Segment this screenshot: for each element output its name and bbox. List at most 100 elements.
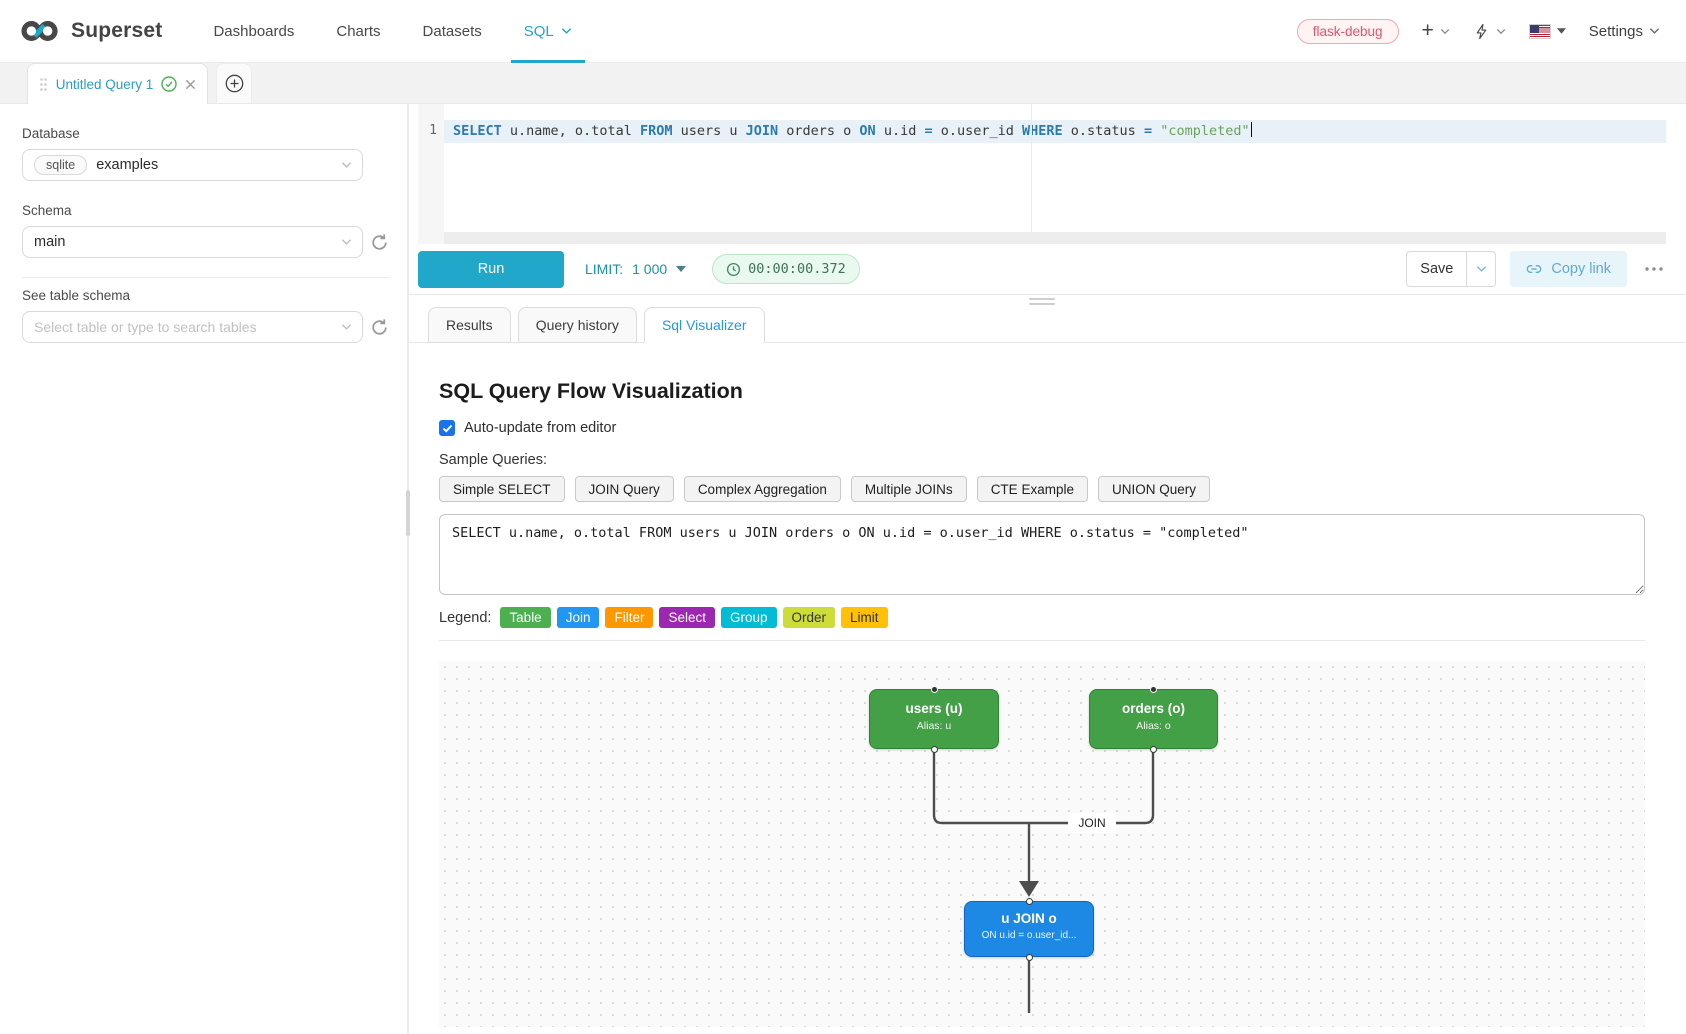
node-title: orders (o) bbox=[1121, 701, 1185, 716]
editor-gutter: 1 bbox=[418, 104, 444, 244]
table-schema-label: See table schema bbox=[22, 288, 131, 303]
node-handle[interactable] bbox=[930, 685, 938, 693]
refresh-tables-button[interactable] bbox=[370, 318, 389, 337]
flow-node-users[interactable]: users (u) Alias: u bbox=[869, 689, 999, 749]
flow-node-join[interactable]: u JOIN o ON u.id = o.user_id... bbox=[964, 901, 1094, 957]
navbar: Superset Dashboards Charts Datasets SQL … bbox=[0, 0, 1686, 63]
superset-infinity-icon bbox=[21, 21, 58, 41]
timer-value: 00:00:00.372 bbox=[748, 261, 846, 277]
flow-node-orders[interactable]: orders (o) Alias: o bbox=[1089, 689, 1218, 749]
database-select[interactable]: sqlite examples bbox=[22, 149, 363, 181]
refresh-schemas-button[interactable] bbox=[370, 233, 389, 252]
new-menu[interactable]: + bbox=[1421, 18, 1450, 42]
brand-name: Superset bbox=[71, 19, 163, 42]
query-tab-strip: Untitled Query 1 bbox=[0, 63, 1686, 104]
sample-simple-select-button[interactable]: Simple SELECT bbox=[439, 476, 565, 502]
node-handle[interactable] bbox=[1025, 897, 1033, 905]
close-icon[interactable] bbox=[185, 79, 196, 90]
results-resize-handle[interactable] bbox=[1029, 298, 1055, 305]
plus-circle-icon bbox=[225, 74, 243, 93]
query-timer-badge: 00:00:00.372 bbox=[712, 254, 860, 284]
splitter-drag-handle[interactable] bbox=[406, 490, 410, 536]
navbar-right: flask-debug + Settings bbox=[1296, 18, 1660, 44]
node-handle[interactable] bbox=[1025, 953, 1033, 961]
panel-divider bbox=[439, 640, 1645, 641]
auto-update-row[interactable]: Auto-update from editor bbox=[439, 420, 1645, 436]
superset-logo[interactable]: Superset bbox=[18, 16, 162, 46]
plus-icon: + bbox=[1421, 18, 1434, 42]
schema-value: main bbox=[34, 234, 66, 250]
schema-select[interactable]: main bbox=[22, 226, 363, 258]
query-text-input[interactable]: SELECT u.name, o.total FROM users u JOIN… bbox=[439, 514, 1645, 595]
legend-badge-table: Table bbox=[500, 607, 551, 628]
node-handle[interactable] bbox=[1149, 685, 1157, 693]
legend-badge-group: Group bbox=[721, 607, 777, 628]
chevron-down-icon bbox=[341, 324, 352, 330]
link-icon bbox=[1527, 265, 1542, 273]
tab-sql-visualizer[interactable]: Sql Visualizer bbox=[643, 307, 765, 343]
run-button[interactable]: Run bbox=[418, 250, 564, 288]
sample-cte-example-button[interactable]: CTE Example bbox=[976, 476, 1088, 502]
node-handle[interactable] bbox=[930, 745, 938, 753]
sample-multiple-joins-button[interactable]: Multiple JOINs bbox=[850, 476, 967, 502]
node-title: users (u) bbox=[905, 701, 963, 716]
settings-menu[interactable]: Settings bbox=[1589, 23, 1660, 40]
sql-lab-workspace: Database sqlite examples Schema main See… bbox=[0, 104, 1686, 1034]
legend-label: Legend: bbox=[439, 609, 492, 626]
editor-code-area[interactable]: SELECT u.name, o.total FROM users u JOIN… bbox=[444, 104, 1666, 244]
node-subtitle: ON u.id = o.user_id... bbox=[981, 930, 1077, 941]
sample-complex-aggregation-button[interactable]: Complex Aggregation bbox=[683, 476, 841, 502]
tab-results[interactable]: Results bbox=[428, 307, 511, 343]
nav-item-sql[interactable]: SQL bbox=[503, 0, 593, 63]
result-tabs: Results Query history Sql Visualizer bbox=[409, 307, 1686, 343]
nav-item-datasets[interactable]: Datasets bbox=[422, 22, 482, 40]
sidebar-divider bbox=[22, 277, 389, 278]
limit-dropdown[interactable]: LIMIT: 1 000 bbox=[585, 261, 687, 277]
more-actions-button[interactable] bbox=[1642, 262, 1666, 276]
sample-union-query-button[interactable]: UNION Query bbox=[1097, 476, 1210, 502]
sql-editor-pane: 1 SELECT u.name, o.total FROM users u JO… bbox=[409, 104, 1686, 1034]
node-subtitle: Alias: o bbox=[1136, 720, 1171, 732]
text-cursor bbox=[1250, 122, 1253, 137]
query-tab[interactable]: Untitled Query 1 bbox=[27, 63, 208, 104]
nav-item-sql-label: SQL bbox=[523, 22, 554, 40]
tab-query-history[interactable]: Query history bbox=[517, 307, 637, 343]
caret-down-icon bbox=[676, 266, 687, 272]
database-value: examples bbox=[96, 157, 159, 173]
active-line-highlight bbox=[444, 120, 1666, 143]
nav-item-charts[interactable]: Charts bbox=[336, 22, 381, 40]
refresh-icon bbox=[372, 318, 387, 335]
language-picker[interactable] bbox=[1528, 23, 1566, 39]
sidebar-splitter[interactable] bbox=[406, 104, 410, 1034]
clock-icon bbox=[727, 262, 741, 276]
sample-queries-label: Sample Queries: bbox=[439, 452, 547, 468]
us-flag-icon bbox=[1528, 23, 1551, 39]
copy-link-button[interactable]: Copy link bbox=[1510, 251, 1627, 287]
sql-lab-shortcut-menu[interactable] bbox=[1473, 22, 1506, 41]
save-options-button[interactable] bbox=[1466, 251, 1497, 287]
auto-update-checkbox[interactable] bbox=[439, 420, 455, 436]
sql-code-editor[interactable]: 1 SELECT u.name, o.total FROM users u JO… bbox=[418, 104, 1666, 244]
add-query-tab-button[interactable] bbox=[216, 63, 252, 103]
query-tab-title: Untitled Query 1 bbox=[55, 76, 154, 92]
line-number: 1 bbox=[429, 123, 437, 138]
database-engine-badge: sqlite bbox=[34, 155, 88, 175]
ellipsis-icon bbox=[1645, 267, 1663, 271]
pane-divider bbox=[409, 294, 1686, 295]
sample-join-query-button[interactable]: JOIN Query bbox=[574, 476, 674, 502]
chevron-down-icon bbox=[1496, 28, 1506, 34]
table-select[interactable]: Select table or type to search tables bbox=[22, 311, 363, 343]
legend-row: Legend: Table Join Filter Select Group O… bbox=[439, 607, 1645, 628]
check-icon bbox=[442, 424, 452, 433]
sql-visualizer-panel: SQL Query Flow Visualization Auto-update… bbox=[418, 343, 1666, 1034]
node-subtitle: Alias: u bbox=[916, 720, 952, 732]
chevron-down-icon bbox=[1476, 266, 1487, 272]
save-button[interactable]: Save bbox=[1406, 251, 1468, 287]
flow-canvas[interactable]: JOIN users (u) Alias: u orders (o) Alias… bbox=[439, 661, 1645, 1027]
editor-scrollbar-track[interactable] bbox=[444, 232, 1666, 244]
node-title: u JOIN o bbox=[1001, 911, 1057, 926]
copy-link-label: Copy link bbox=[1551, 261, 1611, 277]
node-handle[interactable] bbox=[1149, 745, 1157, 753]
nav-item-dashboards[interactable]: Dashboards bbox=[213, 22, 295, 40]
database-label: Database bbox=[22, 126, 80, 141]
